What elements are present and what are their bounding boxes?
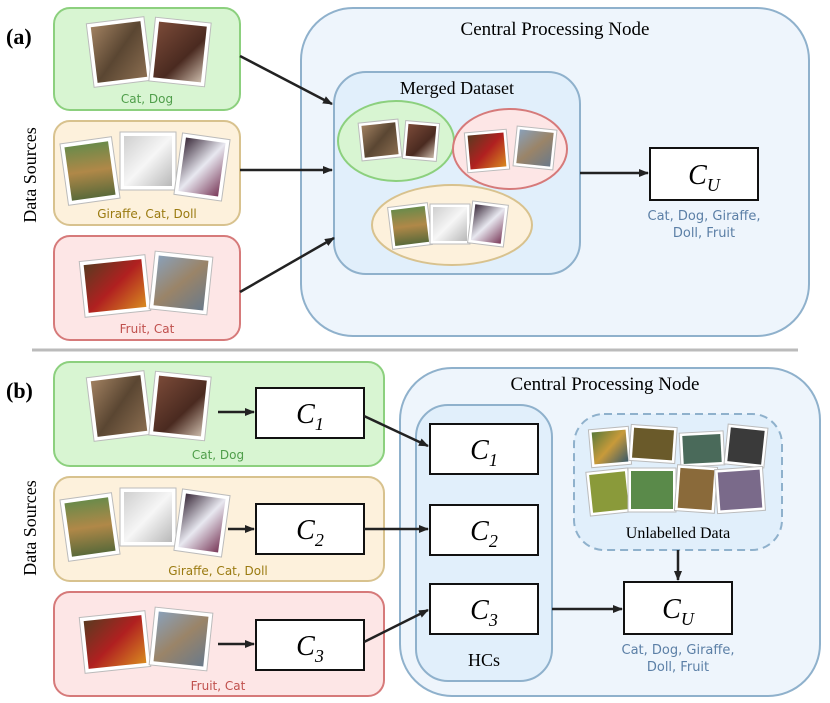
unified-classifier-a-label: CU — [688, 160, 721, 195]
merged-fruit-cat-thumbs — [463, 125, 558, 174]
source-a-2-thumbs — [59, 131, 231, 206]
data-sources-label-b: Data Sources — [20, 480, 40, 575]
hc-classifier-3-label: C3 — [470, 595, 498, 630]
source-b-3-caption: Fruit, Cat — [191, 679, 246, 693]
local-classifier-3-label: C3 — [296, 631, 324, 666]
hc-classifier-1-label: C1 — [470, 435, 498, 470]
unlabelled-data-label: Unlabelled Data — [626, 525, 730, 542]
merged-dataset-label: Merged Dataset — [400, 78, 514, 98]
source-a-1-thumbs — [85, 16, 212, 88]
unified-classes-b-line2: Doll, Fruit — [647, 660, 709, 675]
central-node-title-b: Central Processing Node — [511, 374, 700, 395]
source-b-1-caption: Cat, Dog — [192, 448, 244, 462]
panel-a-label: (a) — [6, 24, 32, 49]
central-node-title-a: Central Processing Node — [461, 19, 650, 40]
hc-classifier-3 — [429, 583, 539, 635]
merged-cat-dog-thumbs — [357, 118, 441, 162]
source-b-2-caption: Giraffe, Cat, Doll — [168, 564, 268, 578]
source-a-3-caption: Fruit, Cat — [120, 322, 175, 336]
unified-classifier-b-label: CU — [662, 594, 695, 629]
hcs-label: HCs — [468, 650, 500, 670]
hc-classifier-2-label: C2 — [470, 516, 498, 551]
unified-classes-a-line2: Doll, Fruit — [673, 226, 735, 241]
source-b-2-thumbs — [59, 487, 231, 562]
arrow-a-3 — [239, 236, 335, 294]
unlabelled-data-thumbs — [585, 423, 769, 517]
local-classifier-2-label: C2 — [296, 515, 324, 550]
source-a-3-thumbs — [78, 250, 214, 318]
merged-giraffe-cat-doll-thumbs — [387, 200, 509, 250]
arrow-a-1 — [239, 54, 333, 106]
arrow-b-c1-to-hc1 — [363, 414, 429, 448]
source-a-2-caption: Giraffe, Cat, Doll — [97, 207, 197, 221]
local-classifier-1 — [255, 387, 365, 439]
source-b-1-thumbs — [85, 370, 212, 442]
unified-classes-b-line1: Cat, Dog, Giraffe, — [622, 643, 735, 658]
arrow-b-c3-to-hc3 — [363, 608, 429, 644]
local-classifier-1-label: C1 — [296, 399, 324, 434]
source-a-1-caption: Cat, Dog — [121, 92, 173, 106]
unified-classifier-b — [623, 581, 733, 635]
hc-classifier-2 — [429, 504, 539, 556]
unified-classifier-a — [649, 147, 759, 201]
source-b-3-thumbs — [78, 606, 214, 674]
data-sources-label-a: Data Sources — [20, 127, 40, 222]
panel-b-label: (b) — [6, 378, 33, 403]
local-classifier-3 — [255, 619, 365, 671]
unified-classes-a-line1: Cat, Dog, Giraffe, — [648, 209, 761, 224]
local-classifier-2 — [255, 503, 365, 555]
hc-classifier-1 — [429, 423, 539, 475]
